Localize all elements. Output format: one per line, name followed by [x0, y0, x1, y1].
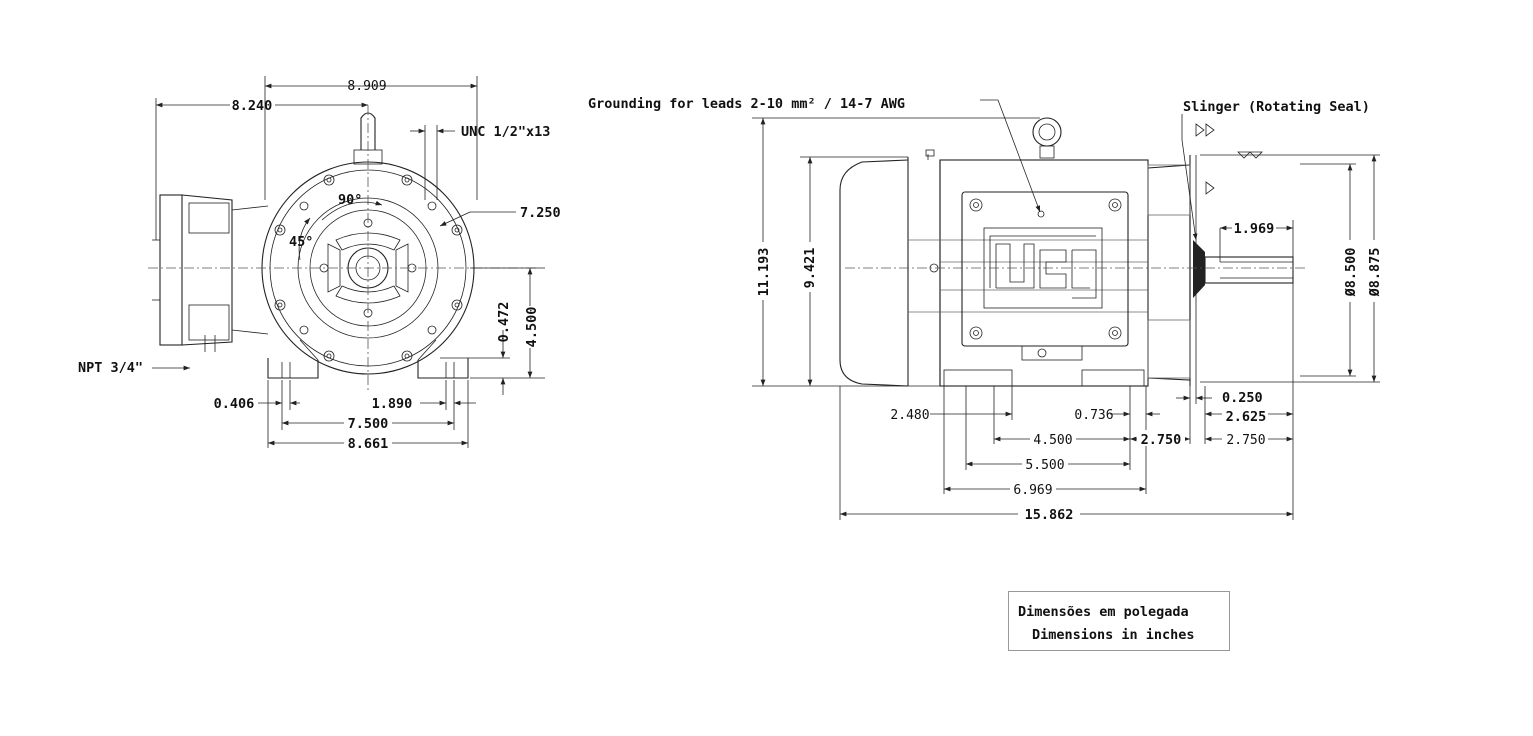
label-npt: NPT 3/4" — [78, 360, 143, 376]
side-view: Grounding for leads 2-10 mm² / 14-7 AWG … — [588, 96, 1383, 523]
dim-9421: 9.421 — [802, 248, 818, 289]
dim-6969: 6.969 — [1013, 483, 1052, 498]
dim-0406: 0.406 — [214, 396, 255, 412]
terminal-box — [961, 191, 1129, 347]
dim-4500-length: 4.500 — [1033, 433, 1072, 448]
dim-7500: 7.500 — [348, 416, 389, 432]
label-grounding: Grounding for leads 2-10 mm² / 14-7 AWG — [588, 96, 905, 112]
dim-0472: 0.472 — [496, 302, 512, 343]
label-unc-thread: UNC 1/2"x13 — [461, 124, 550, 140]
dim-15862: 15.862 — [1025, 507, 1074, 523]
dim-1890: 1.890 — [372, 396, 413, 412]
motor-frame-side — [939, 159, 1149, 387]
shaft — [1204, 256, 1294, 284]
dim-dia-8500: Ø8.500 — [1343, 248, 1359, 298]
angle-45: 45° — [289, 234, 313, 250]
legend-line-en: Dimensions in inches — [1032, 627, 1195, 643]
dim-2750-b: 2.750 — [1226, 433, 1265, 448]
dim-5500: 5.500 — [1025, 458, 1064, 473]
dim-8661: 8.661 — [348, 436, 389, 452]
dim-0250: 0.250 — [1222, 390, 1263, 406]
fan-cover — [839, 159, 909, 387]
eyebolt — [1032, 117, 1062, 159]
dim-7250: 7.250 — [520, 205, 561, 221]
dim-2480: 2.480 — [890, 408, 929, 423]
front-view: 8.909 8.240 UNC 1/2"x13 7.250 90° 45° 0.… — [78, 76, 561, 452]
bolt-holes — [274, 174, 463, 362]
dim-8909: 8.909 — [347, 79, 386, 94]
angle-90: 90° — [338, 192, 362, 208]
dim-1969: 1.969 — [1234, 221, 1275, 237]
label-slinger: Slinger (Rotating Seal) — [1183, 99, 1370, 115]
dim-8240: 8.240 — [232, 98, 273, 114]
dim-4500-height: 4.500 — [524, 307, 540, 348]
dim-0736: 0.736 — [1074, 408, 1113, 423]
conduit-box — [152, 194, 269, 352]
lifting-lug — [353, 112, 383, 165]
dim-2750-a: 2.750 — [1141, 432, 1182, 448]
units-legend: Dimensões em polegada Dimensions in inch… — [1008, 591, 1230, 651]
dim-dia-8875: Ø8.875 — [1367, 248, 1383, 298]
dim-11193: 11.193 — [756, 248, 772, 297]
legend-line-pt: Dimensões em polegada — [1018, 604, 1189, 620]
dim-2625: 2.625 — [1226, 409, 1267, 425]
